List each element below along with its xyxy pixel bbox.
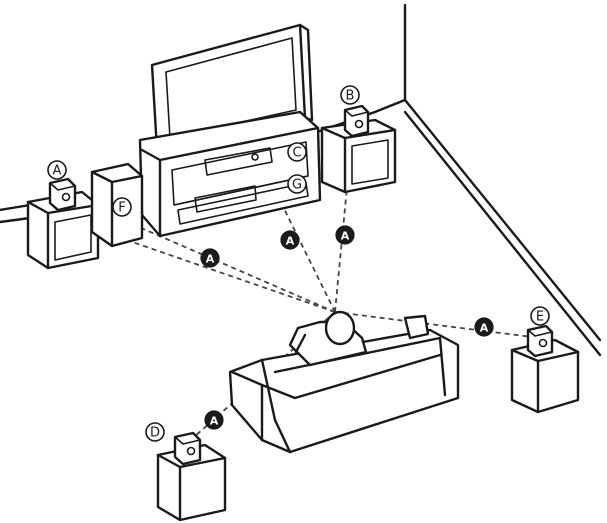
label-center: C — [287, 142, 307, 162]
listener — [288, 310, 430, 367]
svg-text:D: D — [150, 426, 160, 441]
label-subwoofer: F — [112, 197, 132, 217]
svg-text:F: F — [118, 201, 125, 216]
svg-text:B: B — [346, 89, 355, 104]
rear-right-speaker — [510, 324, 580, 414]
svg-text:A: A — [480, 322, 489, 335]
label-rear-right: E — [530, 306, 550, 326]
distance-badge-front-left: A — [200, 248, 220, 268]
rear-left-speaker — [156, 431, 227, 522]
distance-badge-rear-right: A — [474, 317, 494, 337]
svg-text:A: A — [53, 164, 62, 179]
label-front-left: A — [47, 160, 67, 180]
label-front-right: B — [340, 85, 360, 105]
label-unit: G — [287, 174, 307, 194]
distance-badge-rear-left: A — [204, 410, 224, 430]
distance-badge-center: A — [280, 230, 300, 250]
front-left-speaker — [26, 177, 100, 270]
front-right-speaker — [320, 104, 397, 194]
svg-text:A: A — [341, 230, 350, 243]
svg-text:G: G — [292, 178, 302, 193]
svg-text:A: A — [210, 415, 219, 428]
svg-text:A: A — [206, 253, 215, 266]
svg-text:A: A — [286, 235, 295, 248]
label-rear-left: D — [145, 422, 165, 442]
distance-badge-front-right: A — [335, 225, 355, 245]
svg-text:C: C — [292, 146, 301, 161]
svg-text:E: E — [536, 310, 544, 325]
